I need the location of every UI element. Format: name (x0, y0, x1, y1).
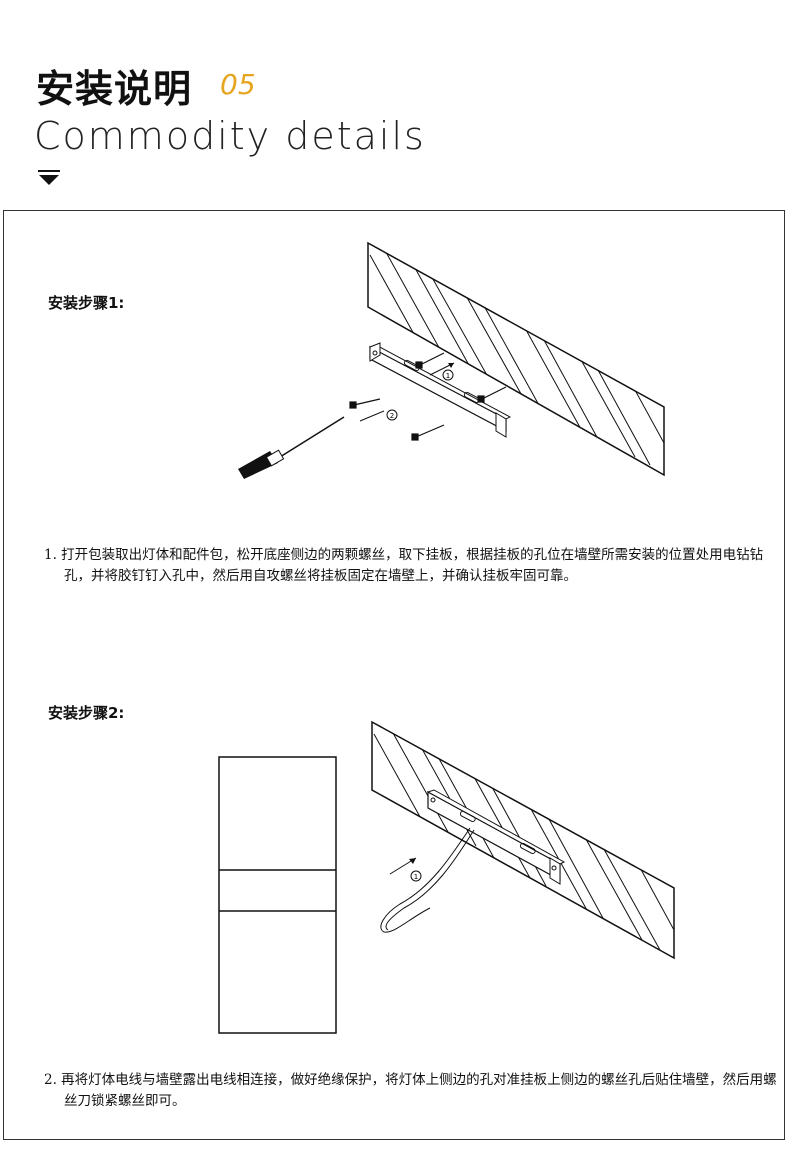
callout-1-step2: 1 (414, 873, 418, 881)
step-2-description: 2. 再将灯体电线与墙壁露出电线相连接，做好绝缘保护，将灯体上侧边的孔对准挂板上… (44, 1072, 777, 1109)
section-number: 05 (220, 68, 256, 101)
page-title: 安装说明 (36, 67, 193, 111)
step-1-title: 安装步骤1: (48, 294, 125, 312)
step-1-description: 1. 打开包装取出灯体和配件包，松开底座侧边的两颗螺丝，取下挂板，根据挂板的孔位… (44, 547, 764, 584)
step-1-illustration: 1 2 (238, 241, 665, 479)
chevron-down-icon (38, 170, 60, 185)
callout-2: 2 (390, 412, 394, 420)
callout-1: 1 (446, 372, 450, 380)
step-2-title: 安装步骤2: (48, 704, 125, 722)
step-2-illustration: 1 (371, 720, 675, 960)
page-subtitle: Commodity details (34, 114, 426, 158)
instruction-panel (3, 210, 785, 1140)
lamp-body-illustration (218, 756, 337, 1034)
